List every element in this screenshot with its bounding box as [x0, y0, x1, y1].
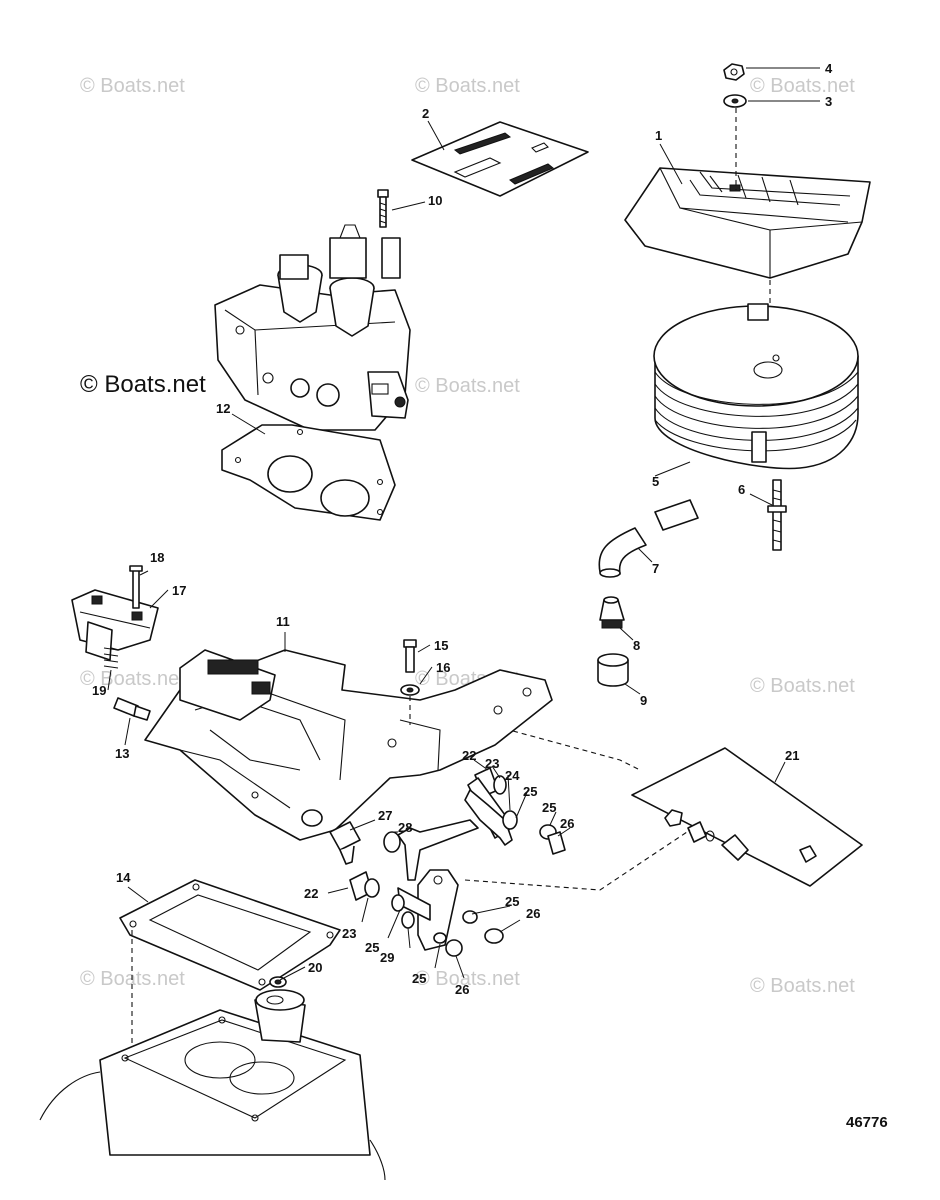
part-3-washer — [723, 94, 747, 108]
watermark: © Boats.net — [415, 75, 520, 97]
part-13-fitting — [113, 697, 151, 721]
part-8-fitting — [599, 596, 625, 629]
callout-22: 22 — [304, 886, 318, 901]
ignition-module — [179, 649, 276, 721]
callout-15: 15 — [434, 638, 448, 653]
callout-5: 5 — [652, 474, 659, 489]
callout-23: 23 — [342, 926, 356, 941]
callout-18: 18 — [150, 550, 164, 565]
callout-6: 6 — [738, 482, 745, 497]
callout-25: 25 — [505, 894, 519, 909]
watermark: © Boats.net — [80, 75, 185, 97]
callout-25: 25 — [412, 971, 426, 986]
callout-27: 27 — [378, 808, 392, 823]
callout-22: 22 — [462, 748, 476, 763]
part-7-hose — [598, 499, 699, 578]
callout-3: 3 — [825, 94, 832, 109]
watermark: © Boats.net — [80, 968, 185, 990]
callout-26: 26 — [455, 982, 469, 997]
callout-9: 9 — [640, 693, 647, 708]
callout-14: 14 — [116, 870, 131, 885]
assembly-line — [464, 829, 691, 891]
callout-12: 12 — [216, 401, 230, 416]
part-16-washer — [400, 684, 420, 696]
callout-21: 21 — [785, 748, 799, 763]
part-9-cap — [597, 653, 629, 687]
callouts: 1 2 3 4 5 6 7 8 9 10 11 12 13 14 15 16 1… — [92, 61, 833, 997]
throttle-linkage — [329, 767, 566, 957]
watermark: © Boats.net — [80, 668, 185, 690]
callout-28: 28 — [398, 820, 412, 835]
watermarks: © Boats.net © Boats.net © Boats.net © Bo… — [80, 75, 855, 997]
callout-4: 4 — [825, 61, 833, 76]
part-21-hardware-kit — [631, 747, 863, 887]
callout-25: 25 — [365, 940, 379, 955]
callout-7: 7 — [652, 561, 659, 576]
watermark-prominent: © Boats.net — [80, 371, 206, 398]
watermark: © Boats.net — [750, 75, 855, 97]
throttle-body — [214, 224, 411, 431]
watermark: © Boats.net — [750, 975, 855, 997]
part-6-stud — [767, 479, 787, 551]
callout-24: 24 — [505, 768, 520, 783]
callout-26: 26 — [526, 906, 540, 921]
callout-16: 16 — [436, 660, 450, 675]
callout-26: 26 — [560, 816, 574, 831]
leader-lines — [107, 67, 820, 981]
callout-29: 29 — [380, 950, 394, 965]
callout-25: 25 — [542, 800, 556, 815]
callout-25: 25 — [523, 784, 537, 799]
watermark: © Boats.net — [415, 375, 520, 397]
part-1-flame-arrestor-cover — [624, 167, 871, 279]
callout-10: 10 — [428, 193, 442, 208]
part-2-decal — [411, 121, 589, 197]
part-4-nut — [723, 63, 745, 81]
assembly-line — [512, 730, 641, 771]
part-5-flame-arrestor — [653, 303, 859, 470]
part-15-screw — [403, 639, 417, 673]
callout-2: 2 — [422, 106, 429, 121]
callout-19: 19 — [92, 683, 106, 698]
part-10-screw — [377, 189, 389, 228]
callout-8: 8 — [633, 638, 640, 653]
part-12-gasket — [221, 424, 396, 521]
part-19-spring — [103, 647, 119, 669]
watermark: © Boats.net — [750, 675, 855, 697]
drawing-number: 46776 — [846, 1114, 888, 1131]
callout-17: 17 — [172, 583, 186, 598]
intake-manifold — [39, 989, 386, 1181]
part-14-gasket — [119, 879, 341, 991]
callout-11: 11 — [276, 614, 290, 629]
callout-20: 20 — [308, 960, 322, 975]
callout-13: 13 — [115, 746, 129, 761]
callout-1: 1 — [655, 128, 662, 143]
part-18-screw — [129, 565, 143, 609]
callout-23: 23 — [485, 756, 499, 771]
watermark: © Boats.net — [415, 968, 520, 990]
